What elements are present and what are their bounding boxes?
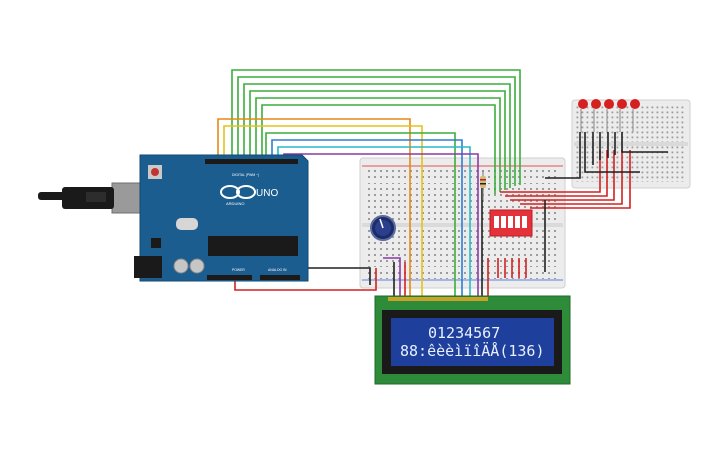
atmega-chip bbox=[208, 236, 298, 256]
led-2 bbox=[591, 99, 601, 132]
led-array bbox=[578, 99, 640, 132]
lcd-screen bbox=[391, 318, 554, 366]
arduino-uno-board[interactable]: UNO ARDUINO DIGITAL (PWM ~) POWER ANALOG… bbox=[38, 154, 309, 282]
resistor bbox=[480, 170, 486, 200]
digital-label: DIGITAL (PWM ~) bbox=[232, 173, 259, 177]
lcd-module[interactable]: 01234567 88:êèèìïîÄÅ(136) bbox=[374, 295, 571, 385]
digital-header bbox=[205, 159, 298, 164]
lcd-line-2: 88:êèèìïîÄÅ(136) bbox=[400, 341, 545, 360]
lcd-line-1: 01234567 bbox=[428, 324, 500, 342]
led-1 bbox=[578, 99, 588, 132]
brand-label: ARDUINO bbox=[226, 201, 244, 206]
led-4 bbox=[617, 99, 627, 132]
analog-label: ANALOG IN bbox=[268, 268, 287, 272]
lcd-pin-header bbox=[388, 297, 488, 301]
wire-bundle bbox=[217, 69, 521, 298]
small-breadboard[interactable] bbox=[571, 99, 691, 189]
led-5 bbox=[630, 99, 640, 132]
power-header bbox=[207, 275, 252, 280]
model-label: UNO bbox=[256, 188, 278, 199]
power-label: POWER bbox=[232, 268, 245, 272]
arduino-logo bbox=[220, 185, 256, 199]
dip-switch[interactable] bbox=[489, 209, 533, 237]
potentiometer[interactable] bbox=[370, 215, 396, 241]
power-jack bbox=[134, 256, 162, 278]
analog-header bbox=[260, 275, 300, 280]
led-3 bbox=[604, 99, 614, 132]
lower-wires bbox=[234, 178, 546, 298]
